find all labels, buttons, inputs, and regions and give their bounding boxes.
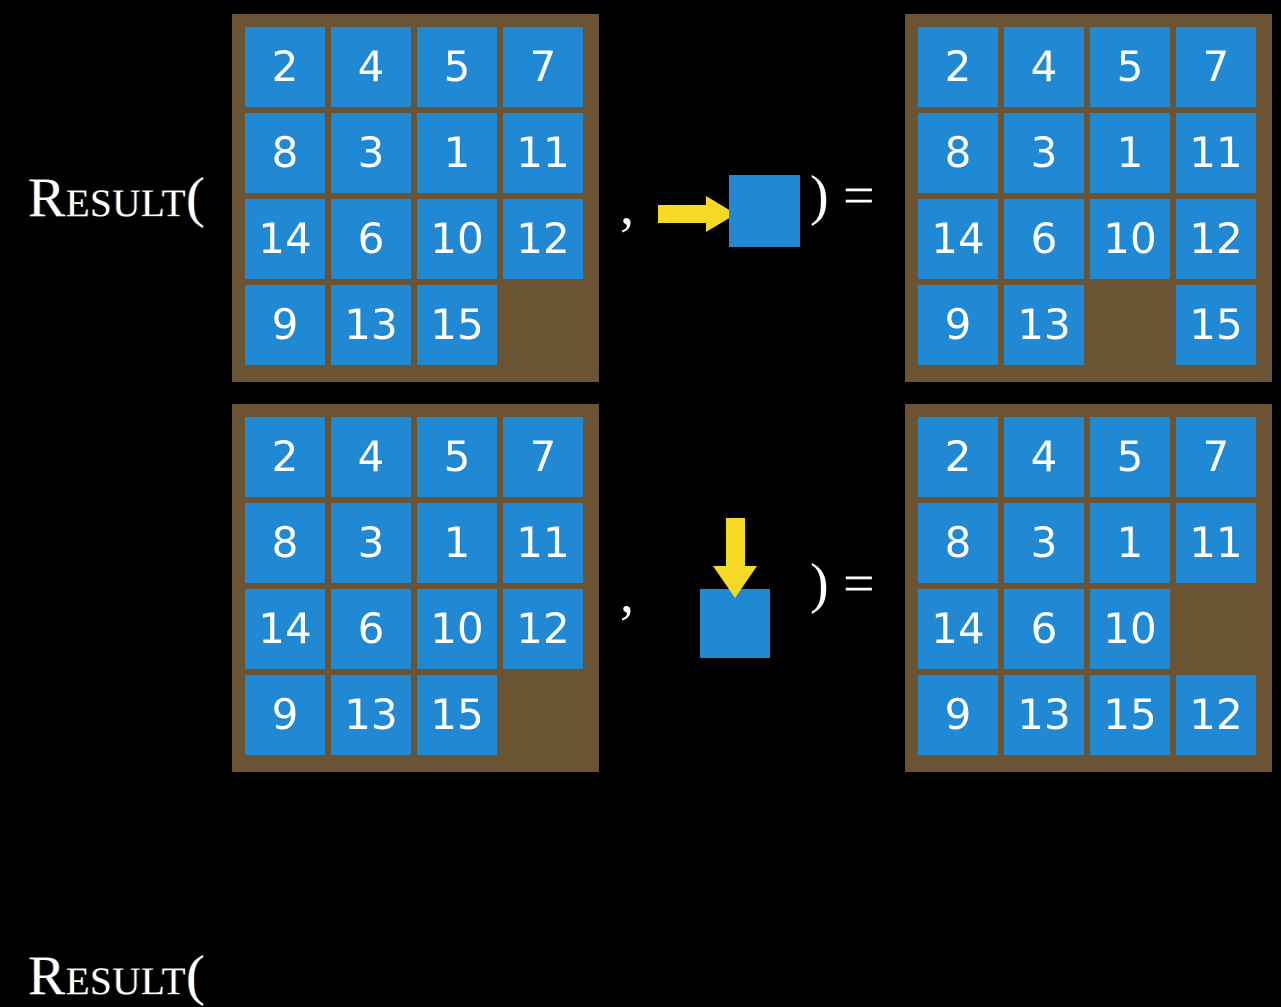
output-board-row-1-tile[interactable]: 6: [1004, 199, 1084, 279]
input-board-row-2-tile[interactable]: 5: [417, 417, 497, 497]
output-board-row-2-tile[interactable]: 4: [1004, 417, 1084, 497]
output-board-row-1-tile[interactable]: 7: [1176, 27, 1256, 107]
input-board-row-1-tile[interactable]: 12: [503, 199, 583, 279]
output-board-row-2-tile[interactable]: 15: [1090, 675, 1170, 755]
output-board-row-2-tile[interactable]: 2: [918, 417, 998, 497]
input-board-row-2-tile[interactable]: 11: [503, 503, 583, 583]
output-board-row-2-tile[interactable]: 3: [1004, 503, 1084, 583]
input-board-row-1-tile[interactable]: 15: [417, 285, 497, 365]
input-board-row-2-tile[interactable]: 13: [331, 675, 411, 755]
input-board-row-2-tile[interactable]: 2: [245, 417, 325, 497]
input-board-row-1-tile[interactable]: 7: [503, 27, 583, 107]
input-board-row-1-tile[interactable]: 3: [331, 113, 411, 193]
equals-sign-row-1: =: [843, 165, 875, 227]
output-board-row-2-tile[interactable]: 5: [1090, 417, 1170, 497]
output-board-row-2-blank-cell: [1176, 589, 1256, 669]
input-board-row-1-tile[interactable]: 14: [245, 199, 325, 279]
close-paren-row-1: ): [810, 165, 829, 227]
input-board-row-1-tile[interactable]: 13: [331, 285, 411, 365]
input-board-row-2-tile[interactable]: 8: [245, 503, 325, 583]
output-board-row-2-tile[interactable]: 10: [1090, 589, 1170, 669]
input-board-row-1-tile[interactable]: 8: [245, 113, 325, 193]
input-board-row-2-tile[interactable]: 14: [245, 589, 325, 669]
input-board-row-1-blank-cell: [503, 285, 583, 365]
input-board-row-1-tile[interactable]: 2: [245, 27, 325, 107]
output-board-row-1-tile[interactable]: 10: [1090, 199, 1170, 279]
input-board-row-2-tile[interactable]: 9: [245, 675, 325, 755]
output-board-row-1-tile[interactable]: 2: [918, 27, 998, 107]
argument-separator-comma-row-1: ,: [620, 175, 634, 237]
input-board-row-2-tile[interactable]: 3: [331, 503, 411, 583]
output-board-row-1-tile[interactable]: 15: [1176, 285, 1256, 365]
output-board-row-2-tile[interactable]: 6: [1004, 589, 1084, 669]
output-board-row-2-tile[interactable]: 11: [1176, 503, 1256, 583]
output-board-row-1-tile[interactable]: 14: [918, 199, 998, 279]
output-board-row-2-tile[interactable]: 1: [1090, 503, 1170, 583]
output-board-row-1-tile[interactable]: 9: [918, 285, 998, 365]
input-board-row-1-tile[interactable]: 5: [417, 27, 497, 107]
arrow-right-shaft: [658, 205, 710, 223]
output-board-row-2-tile[interactable]: 8: [918, 503, 998, 583]
output-board-row-1-tile[interactable]: 3: [1004, 113, 1084, 193]
output-board-row-1-tile[interactable]: 8: [918, 113, 998, 193]
input-board-row-2-tile[interactable]: 10: [417, 589, 497, 669]
input-board-row-1-tile[interactable]: 9: [245, 285, 325, 365]
output-board-row-1-tile[interactable]: 13: [1004, 285, 1084, 365]
input-board-row-1-tile[interactable]: 6: [331, 199, 411, 279]
output-board-row-1-tile[interactable]: 11: [1176, 113, 1256, 193]
output-board-row-1-tile[interactable]: 5: [1090, 27, 1170, 107]
input-board-row-1-tile[interactable]: 1: [417, 113, 497, 193]
input-board-row-2-tile[interactable]: 15: [417, 675, 497, 755]
input-board-row-2-tile[interactable]: 1: [417, 503, 497, 583]
output-board-row-1-tile[interactable]: 4: [1004, 27, 1084, 107]
output-board-row-1-tile[interactable]: 12: [1176, 199, 1256, 279]
output-board-row-1-blank-cell: [1090, 285, 1170, 365]
operator-group-row-1: , ) =: [600, 0, 900, 390]
input-board-row-2-tile[interactable]: 12: [503, 589, 583, 669]
output-board-row-1-tile[interactable]: 1: [1090, 113, 1170, 193]
arrow-right-icon: [658, 196, 736, 232]
result-function-label-row-1: Result(: [28, 167, 206, 229]
input-board-row-1-tile[interactable]: 10: [417, 199, 497, 279]
output-board-row-2-tile[interactable]: 7: [1176, 417, 1256, 497]
input-board-row-2-blank-cell: [503, 675, 583, 755]
input-board-row-2-tile[interactable]: 7: [503, 417, 583, 497]
input-board-row-1-tile[interactable]: 4: [331, 27, 411, 107]
input-board-row-1-tile[interactable]: 11: [503, 113, 583, 193]
result-function-label-row-2: Result(: [28, 945, 206, 1007]
input-board-row-2-tile[interactable]: 4: [331, 417, 411, 497]
output-board-row-2-tile[interactable]: 12: [1176, 675, 1256, 755]
input-board-row-2-tile[interactable]: 6: [331, 589, 411, 669]
move-tile-row-1: [729, 175, 800, 247]
output-board-row-2-tile[interactable]: 13: [1004, 675, 1084, 755]
output-board-row-2-tile[interactable]: 9: [918, 675, 998, 755]
output-board-row-2-tile[interactable]: 14: [918, 589, 998, 669]
